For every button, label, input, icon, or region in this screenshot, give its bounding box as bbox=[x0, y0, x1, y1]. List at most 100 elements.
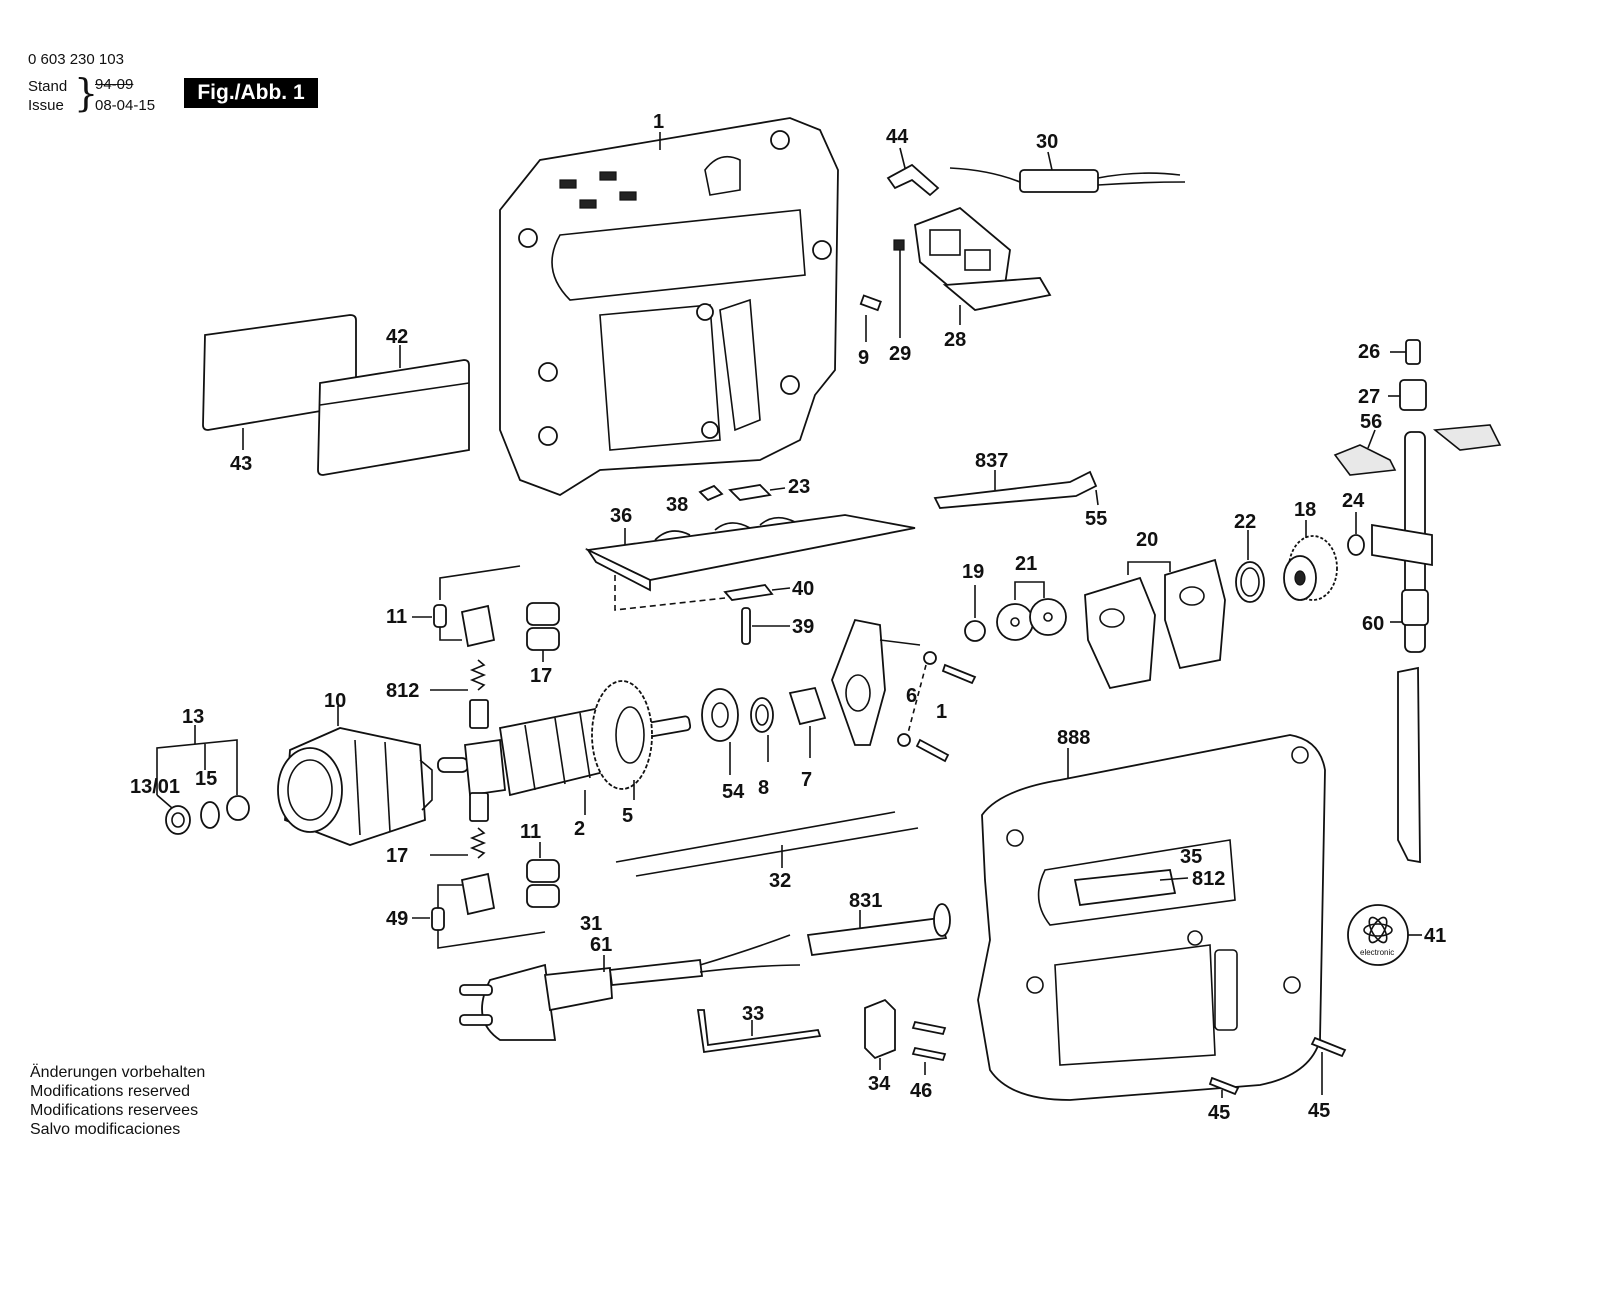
part-label-9: 9 bbox=[858, 347, 869, 369]
part-label-812-top: 812 bbox=[386, 680, 419, 702]
part-20-cam bbox=[1084, 576, 1156, 690]
issue-value: 08-04-15 bbox=[95, 97, 156, 114]
part-10-stator bbox=[277, 727, 433, 846]
part-11-brush-holder bbox=[460, 604, 496, 648]
part-25-plunger bbox=[1371, 431, 1433, 864]
part-11-brush-holder bbox=[460, 872, 496, 916]
part-label-49: 32 bbox=[769, 870, 791, 892]
part-label-18: 18 bbox=[1294, 499, 1316, 521]
part-label-42: 42 bbox=[386, 326, 408, 348]
part-17-cap bbox=[526, 602, 560, 626]
part-label-15: 15 bbox=[195, 768, 217, 790]
part-11-lead bbox=[431, 907, 445, 931]
housing-half-right bbox=[977, 734, 1326, 1101]
part-21-washer bbox=[1029, 598, 1067, 636]
part-837-guide bbox=[933, 470, 1098, 509]
part-34-screw bbox=[911, 1020, 947, 1036]
part-label-30: 30 bbox=[1036, 131, 1058, 153]
part-label-40: 40 bbox=[792, 578, 814, 600]
part-34-screw bbox=[911, 1046, 947, 1062]
part-56-felt bbox=[1432, 424, 1502, 451]
part-label-837: 837 bbox=[975, 450, 1008, 472]
part-26-screw bbox=[1405, 339, 1421, 365]
part-bearing-bracket bbox=[831, 618, 921, 746]
part-11-lead bbox=[433, 604, 447, 628]
part-13-01-bearing bbox=[165, 805, 191, 835]
part-label-1-top: 1 bbox=[653, 111, 664, 133]
part-label-56: 56 bbox=[1360, 411, 1382, 433]
part-label-31: 61 bbox=[590, 934, 612, 956]
part-label-11-bottom: 49 bbox=[386, 908, 408, 930]
part-33-terminal bbox=[864, 998, 896, 1060]
part-label-23: 23 bbox=[788, 476, 810, 498]
part-label-44: 44 bbox=[886, 126, 909, 148]
part-label-32: 831 bbox=[849, 890, 882, 912]
part-label-27: 27 bbox=[1358, 386, 1380, 408]
part-28-switch bbox=[914, 206, 1052, 311]
part-label-35: 812 bbox=[1192, 868, 1225, 890]
part-17-cap bbox=[526, 859, 560, 883]
part-44-clip bbox=[886, 163, 940, 197]
part-label-7: 6 bbox=[906, 685, 917, 707]
part-40-clamp bbox=[723, 584, 774, 601]
part-6-screw bbox=[941, 663, 977, 685]
part-17-cap bbox=[526, 884, 560, 908]
part-label-812-bottom: 17 bbox=[386, 845, 408, 867]
part-label-24: 24 bbox=[1342, 490, 1365, 512]
part-19-lockwasher bbox=[964, 620, 986, 642]
part-label-39: 39 bbox=[792, 616, 814, 638]
part-label-43: 43 bbox=[230, 453, 252, 475]
stand-value: 94-09 bbox=[95, 76, 134, 93]
part-label-54: 8 bbox=[758, 777, 769, 799]
part-21-washer bbox=[996, 603, 1034, 641]
part-812-brush bbox=[469, 699, 489, 729]
part-6-screw bbox=[915, 738, 950, 763]
part-label-33: 34 bbox=[868, 1073, 891, 1095]
part-label-19: 19 bbox=[962, 561, 984, 583]
figure-label: Fig./Abb. 1 bbox=[184, 78, 318, 108]
part-38-nut bbox=[698, 484, 724, 502]
part-29-screw bbox=[893, 239, 905, 251]
part-label-17-top: 17 bbox=[530, 665, 552, 687]
part-32-tube bbox=[806, 917, 948, 956]
part-label-20: 20 bbox=[1136, 529, 1158, 551]
housing-half-left bbox=[499, 117, 839, 496]
part-label-21: 21 bbox=[1015, 553, 1037, 575]
part-23-plate bbox=[728, 484, 772, 501]
part-31-power-cord bbox=[459, 934, 801, 1041]
part-label-34: 46 bbox=[910, 1080, 932, 1102]
part-label-41: 33 bbox=[742, 1003, 764, 1025]
part-label-831: 31 bbox=[580, 913, 602, 935]
part-15-ring bbox=[200, 801, 220, 829]
part-45-screw bbox=[1310, 1036, 1347, 1058]
stand-label: Stand bbox=[28, 78, 68, 95]
part-label-46: 45 bbox=[1208, 1102, 1230, 1124]
part-41-hex-key bbox=[696, 1009, 822, 1054]
part-label-2: 2 bbox=[574, 818, 585, 840]
note-line: Modifications reserved bbox=[30, 1083, 191, 1100]
part-label-17-bottom: 11 bbox=[520, 821, 541, 843]
part-39-bolt bbox=[741, 607, 751, 645]
part-label-36: 36 bbox=[610, 505, 632, 527]
part-label-38: 38 bbox=[666, 494, 688, 516]
part-812-brush bbox=[469, 792, 489, 822]
part-label-5: 54 bbox=[722, 781, 745, 803]
brace-glyph: } bbox=[74, 71, 99, 115]
part-label-28: 28 bbox=[944, 329, 966, 351]
part-label-26: 26 bbox=[1358, 341, 1380, 363]
part-8-sleeve bbox=[788, 686, 827, 726]
part-label-11-top: 11 bbox=[386, 606, 407, 628]
part-7-washer bbox=[923, 651, 937, 665]
part-7-washer bbox=[897, 733, 911, 747]
part-label-1-bottom: 888 bbox=[1057, 727, 1090, 749]
part-18-gear bbox=[1283, 535, 1338, 601]
part-label-13-01: 13/01 bbox=[130, 776, 180, 798]
note-line: Modifications reservees bbox=[30, 1102, 199, 1119]
part-30-suppressor bbox=[1019, 169, 1099, 193]
part-17-cap bbox=[526, 627, 560, 651]
part-54-ring bbox=[750, 697, 774, 733]
part-label-22: 22 bbox=[1234, 511, 1256, 533]
issue-label: Issue bbox=[28, 97, 64, 114]
part-56-felt bbox=[1333, 444, 1397, 476]
